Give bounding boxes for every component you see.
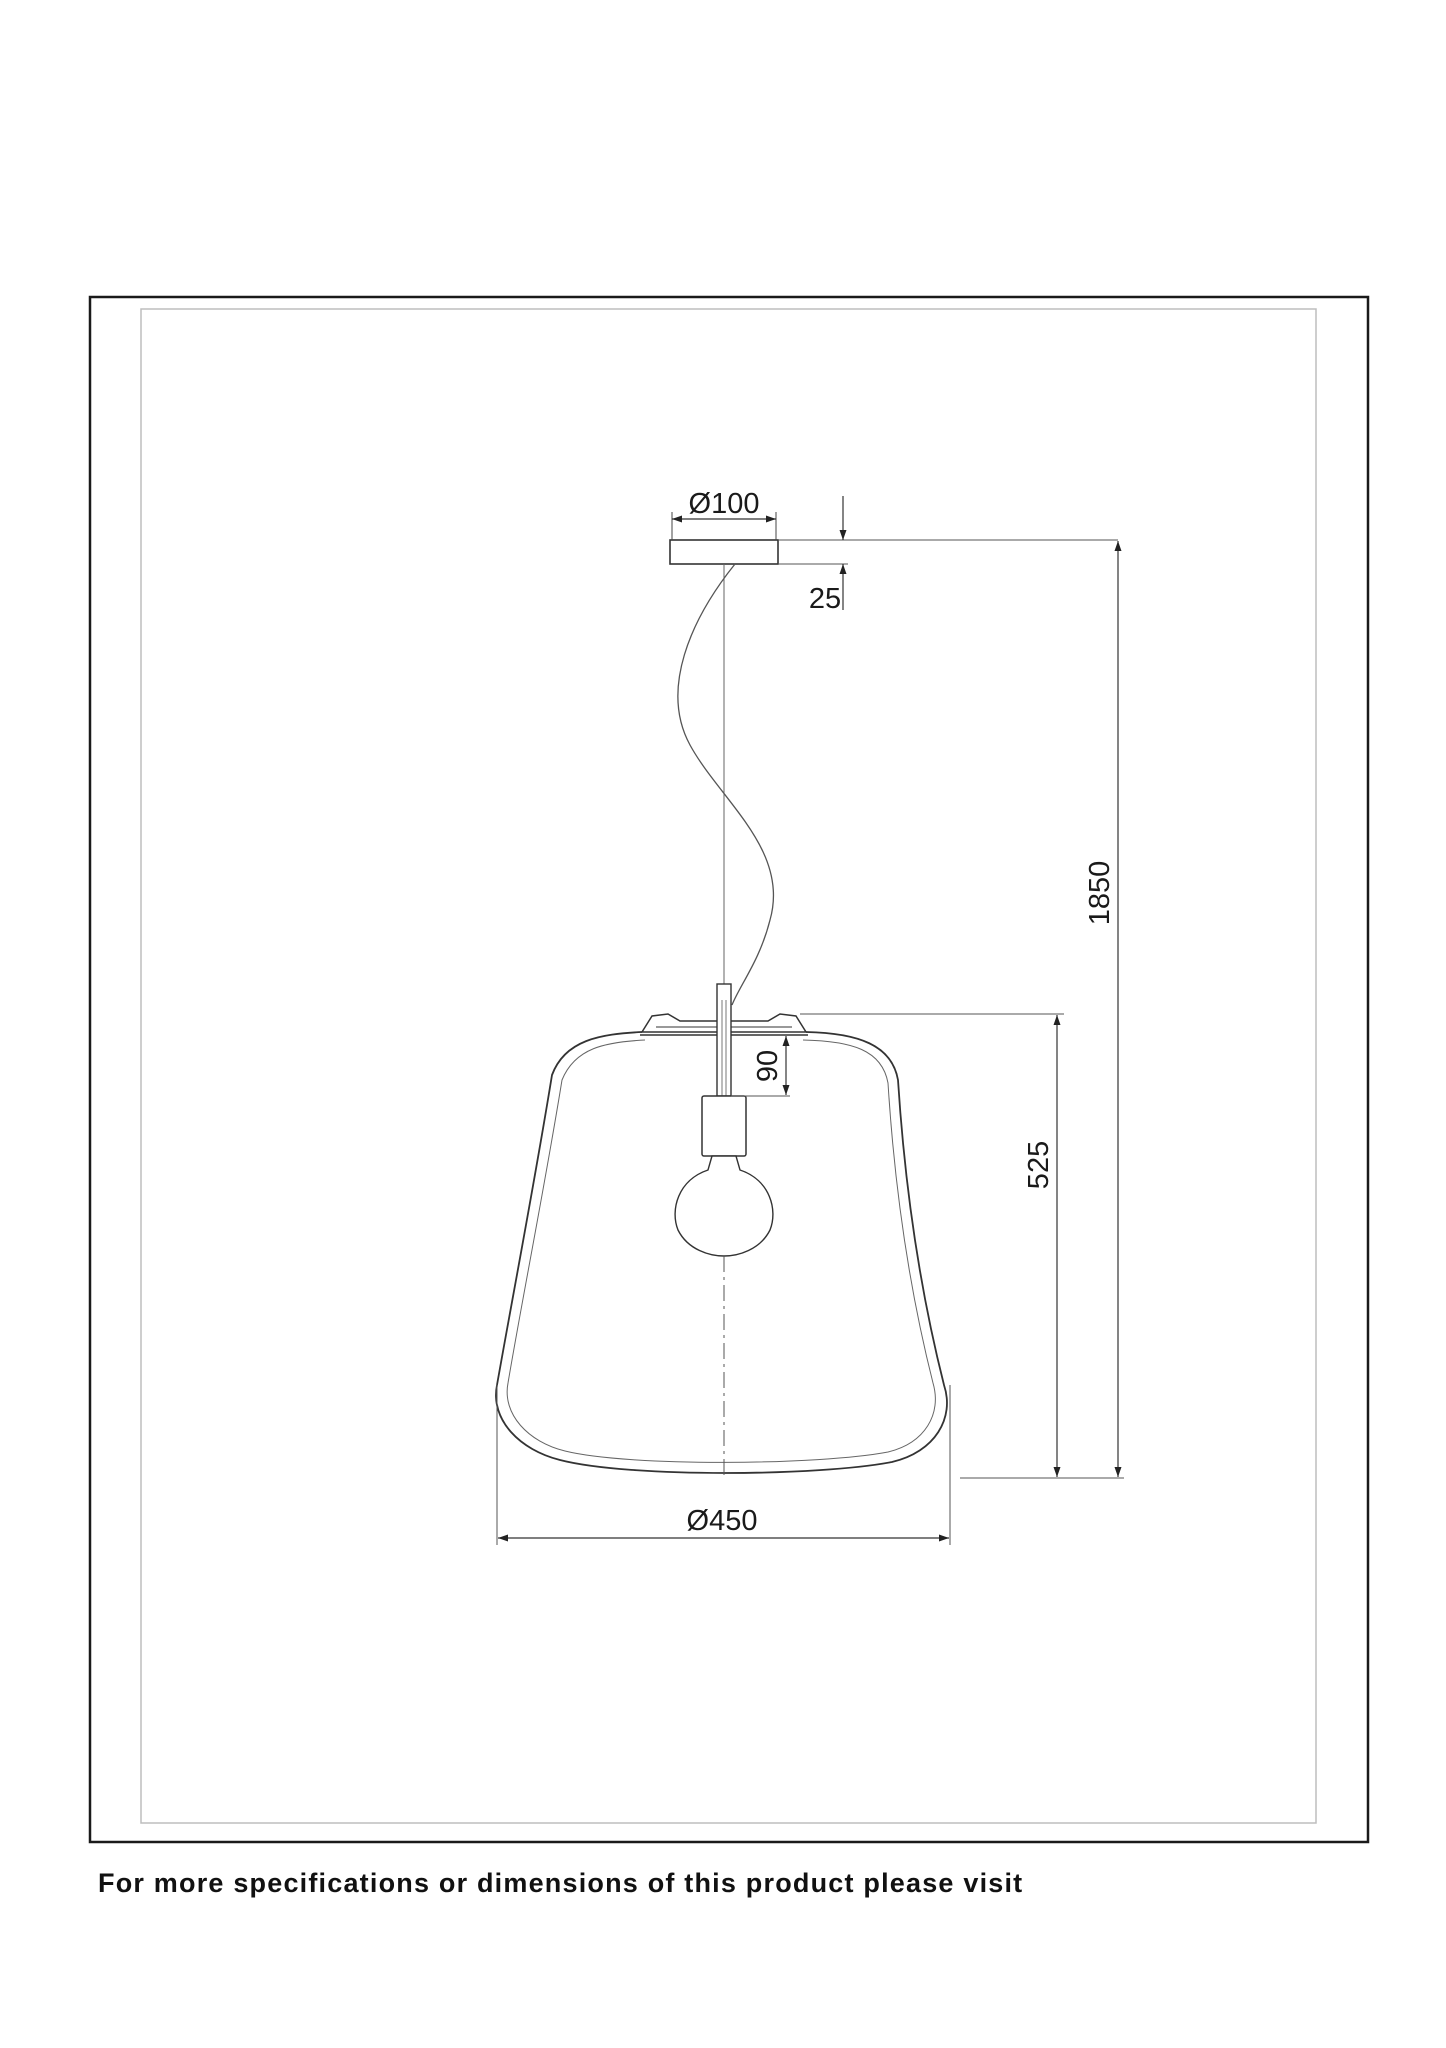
light-bulb xyxy=(674,1155,774,1257)
glass-shade xyxy=(495,1031,948,1474)
footer-note: For more specifications or dimensions of… xyxy=(98,1868,1024,1898)
overall-height-dimension: 1850 xyxy=(960,541,1124,1479)
shade-height-label: 525 xyxy=(1023,1141,1055,1189)
outer-frame xyxy=(88,295,1370,1844)
socket-length-label: 90 xyxy=(752,1050,784,1082)
overall-height-label: 1850 xyxy=(1084,861,1116,926)
lamp-socket xyxy=(701,983,747,1157)
canopy-height-label: 25 xyxy=(809,583,841,615)
inner-frame xyxy=(140,308,1317,1824)
canopy-diameter-dimension: Ø100 xyxy=(671,488,777,540)
canopy-height-dimension: 25 xyxy=(778,496,1118,615)
canopy-diameter-label: Ø100 xyxy=(689,488,760,520)
ceiling-canopy xyxy=(669,539,779,565)
suspension-cable xyxy=(677,563,775,1006)
socket-length-dimension: 90 xyxy=(731,1036,790,1097)
shade-diameter-label: Ø450 xyxy=(687,1505,758,1537)
shade-diameter-dimension: Ø450 xyxy=(496,1385,951,1545)
shade-height-dimension: 525 xyxy=(800,1013,1064,1477)
